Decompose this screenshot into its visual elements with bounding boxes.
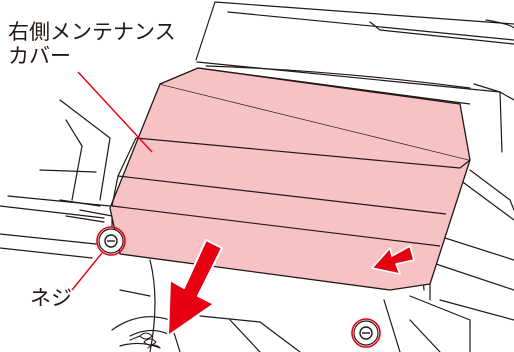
screw-label: ネジ [30,286,72,310]
right-maintenance-cover [110,68,470,290]
leader-line-cover [78,72,152,152]
leader-line-screw [72,253,102,290]
screw-icon [354,321,378,345]
cover-label-line2: カバー [8,44,71,68]
screw-icon [99,229,123,253]
cover-label-line1: 右側メンテナンス [8,20,176,44]
